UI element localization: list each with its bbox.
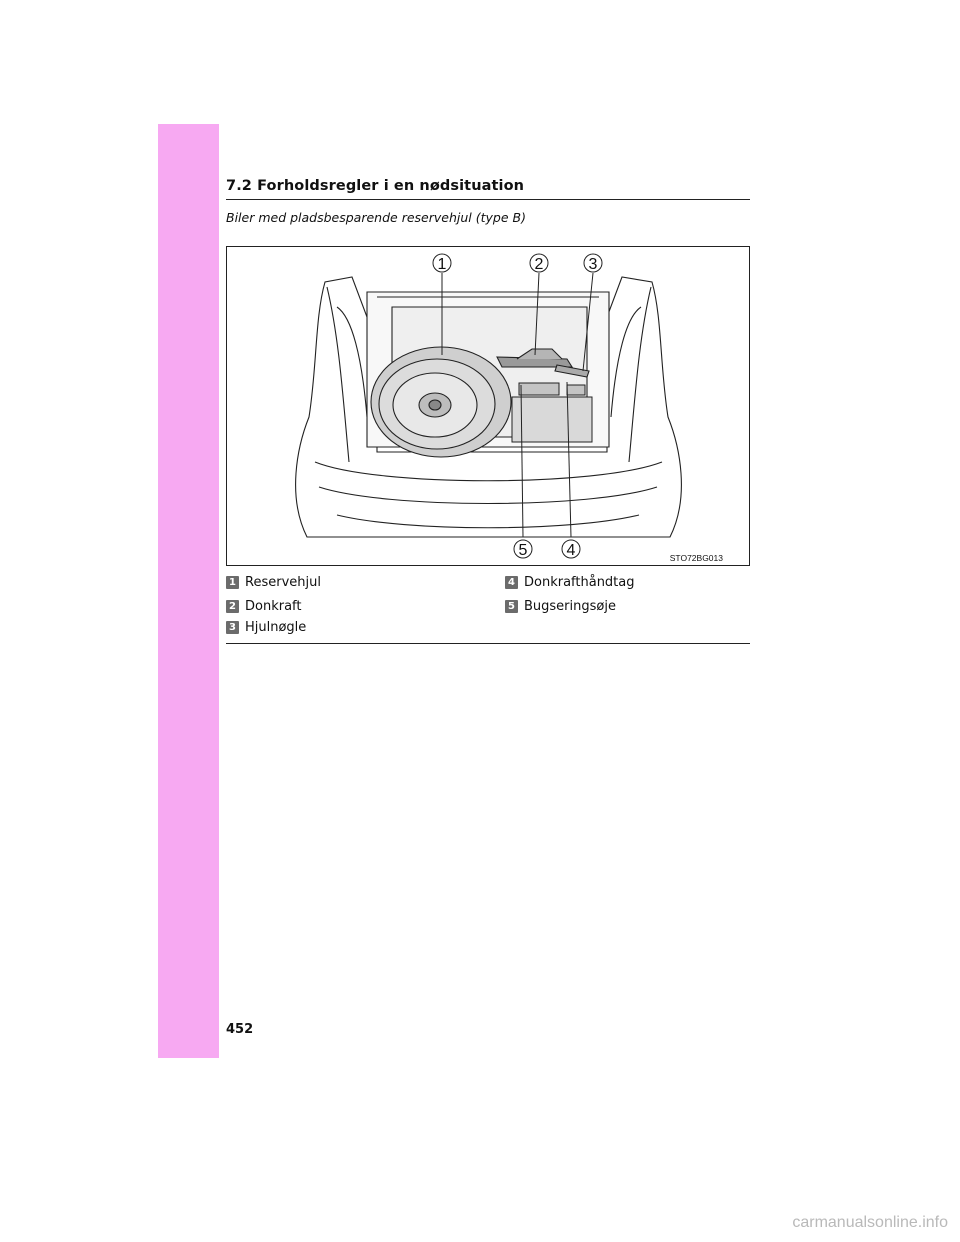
legend-label: Donkrafthåndtag: [524, 575, 635, 590]
legend-label: Bugseringsøje: [524, 599, 616, 614]
jack: [496, 348, 573, 368]
legend-item-1: 1 Reservehjul: [226, 575, 321, 590]
wheel-wrench: [554, 364, 590, 378]
chapter-sidebar-tab: [158, 124, 219, 1058]
figure-subtitle: Biler med pladsbesparende reservehjul (t…: [226, 210, 526, 225]
callouts: 1 2 3 4 5: [432, 253, 603, 559]
spare-tire-illustration: 1 2 3 4 5 STO72BG013: [226, 246, 750, 566]
number-badge: 5: [505, 600, 518, 613]
callout-2: 2: [529, 253, 549, 273]
callout-1: 1: [432, 253, 452, 273]
number-badge: 3: [226, 621, 239, 634]
legend-item-3: 3 Hjulnøgle: [226, 620, 306, 635]
legend-item-5: 5 Bugseringsøje: [505, 599, 616, 614]
title-divider: [226, 199, 750, 200]
legend-label: Donkraft: [245, 599, 302, 614]
legend-divider: [226, 643, 750, 644]
rear-bumper: [314, 461, 663, 482]
callout-3: 3: [583, 253, 603, 273]
number-badge: 2: [226, 600, 239, 613]
legend-label: Reservehjul: [245, 575, 321, 590]
watermark: carmanualsonline.info: [792, 1214, 948, 1231]
svg-text:4: 4: [567, 542, 576, 559]
number-badge: 1: [226, 576, 239, 589]
legend-item-2: 2 Donkraft: [226, 599, 302, 614]
figure-code: STO72BG013: [669, 553, 723, 563]
tool-tray: [511, 382, 593, 443]
svg-text:2: 2: [535, 256, 544, 273]
legend-item-4: 4 Donkrafthåndtag: [505, 575, 635, 590]
callout-4: 4: [561, 539, 581, 559]
svg-text:5: 5: [519, 542, 528, 559]
page-number: 452: [226, 1022, 254, 1037]
trunk-drawing: 1 2 3 4 5: [295, 253, 682, 559]
legend-label: Hjulnøgle: [245, 620, 307, 635]
svg-text:1: 1: [438, 256, 447, 273]
section-title: 7.2 Forholdsregler i en nødsituation: [226, 178, 525, 194]
car-body-outline: [295, 276, 682, 538]
callout-5: 5: [513, 539, 533, 559]
spare-tire: [370, 346, 512, 458]
svg-text:3: 3: [589, 256, 598, 273]
number-badge: 4: [505, 576, 518, 589]
